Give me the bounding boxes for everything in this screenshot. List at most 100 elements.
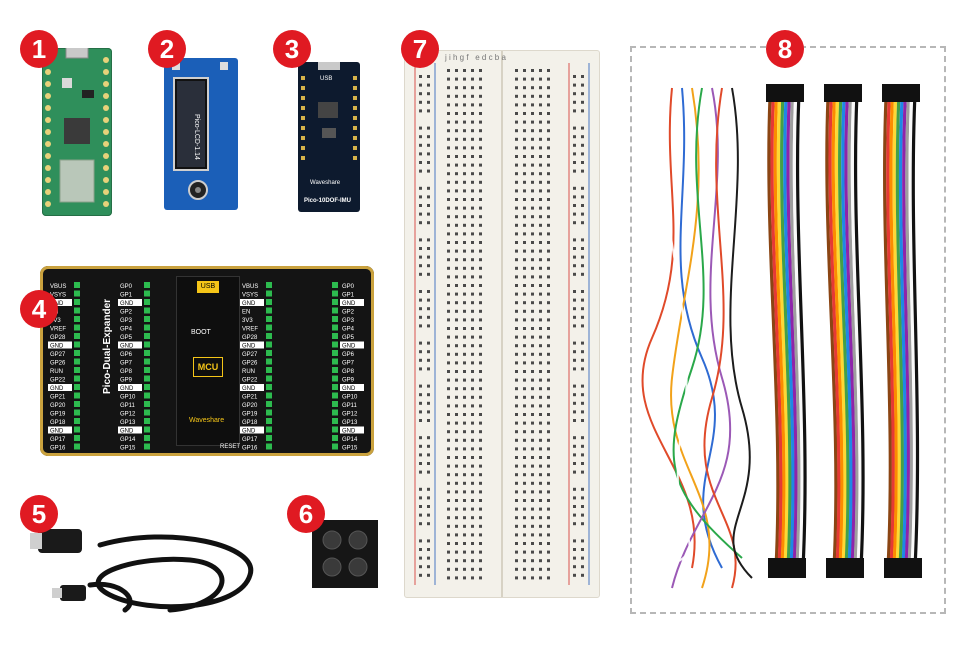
pin-label-left: GND xyxy=(50,344,64,350)
rail-hole xyxy=(427,238,430,242)
breadboard-hole xyxy=(515,180,518,184)
pin-label-bg xyxy=(340,367,364,374)
breadboard-hole xyxy=(515,284,518,287)
breadboard-hole xyxy=(471,86,474,90)
breadboard-hole xyxy=(455,301,458,305)
pin-label-bg xyxy=(240,333,264,340)
breadboard-image: j i h g f e d c b a xyxy=(404,50,600,598)
breadboard-hole xyxy=(539,567,542,571)
breadboard-hole xyxy=(479,86,482,90)
breadboard-hole xyxy=(471,378,474,382)
pin-label-left-2: EN xyxy=(242,310,250,316)
breadboard-hole xyxy=(523,473,526,477)
expander-mcu-socket: USB BOOT MCU Waveshare xyxy=(176,276,240,446)
breadboard-hole xyxy=(447,249,450,253)
rail-hole xyxy=(427,410,430,414)
rail-hole xyxy=(419,573,422,577)
usb-cable-image xyxy=(30,505,280,635)
pico-10dof-imu-image: USB Waveshare Pico-10DOF-IMU xyxy=(298,60,360,212)
breadboard-hole xyxy=(447,542,450,545)
breadboard-hole xyxy=(463,490,466,494)
pin-label-bg xyxy=(340,401,364,408)
breadboard-hole xyxy=(463,215,466,219)
rail-hole xyxy=(419,350,422,354)
header-pin xyxy=(144,333,150,339)
rail-hole xyxy=(427,204,430,207)
ribbon-wire xyxy=(892,97,901,569)
pin-label-bg xyxy=(240,418,264,425)
rail-hole xyxy=(427,272,430,276)
header-pin xyxy=(332,384,338,390)
breadboard-hole xyxy=(523,542,526,545)
breadboard-hole xyxy=(539,524,542,528)
breadboard-hole xyxy=(463,318,466,322)
breadboard-hole xyxy=(539,533,542,537)
rail-hole xyxy=(427,384,430,388)
breadboard-hole xyxy=(531,438,534,442)
rail-hole xyxy=(419,186,422,190)
ribbon-connector-bottom xyxy=(884,558,922,578)
breadboard-hole xyxy=(447,559,450,563)
breadboard-hole xyxy=(471,94,474,98)
header-pin xyxy=(266,435,272,441)
pin-label-bg xyxy=(240,367,264,374)
breadboard-hole xyxy=(515,395,518,399)
breadboard-hole xyxy=(531,318,534,322)
breadboard-hole xyxy=(547,559,550,563)
rail-hole xyxy=(419,444,422,448)
breadboard-hole xyxy=(471,481,474,485)
header-pin xyxy=(144,401,150,407)
pin-label-left: VBUS xyxy=(50,284,66,290)
breadboard-hole xyxy=(447,206,450,210)
rail-hole xyxy=(581,522,584,526)
pin-label-bg xyxy=(240,358,264,366)
rail-hole xyxy=(573,195,576,199)
breadboard-hole xyxy=(463,146,466,150)
rail-hole xyxy=(427,92,430,96)
pin-label-bg xyxy=(340,299,364,306)
breadboard-hole xyxy=(455,490,458,494)
breadboard-hole xyxy=(479,318,482,322)
rail-hole xyxy=(427,143,430,147)
breadboard-hole xyxy=(471,352,474,356)
rail-hole xyxy=(581,195,584,199)
rail-hole xyxy=(573,401,576,405)
pin-label-left: GP21 xyxy=(50,395,66,401)
ribbon-wire xyxy=(911,97,920,569)
ribbon-wire xyxy=(844,97,856,569)
breadboard-hole xyxy=(479,567,482,571)
pin-label-bg xyxy=(340,282,364,289)
pin-label-left-2: GND xyxy=(242,386,256,392)
breadboard-hole xyxy=(531,120,534,124)
rail-hole xyxy=(419,513,422,517)
pin-label-left-2: GP21 xyxy=(242,395,258,401)
breadboard-hole xyxy=(523,533,526,537)
breadboard-hole xyxy=(531,77,534,81)
breadboard-hole xyxy=(463,163,466,167)
breadboard-hole xyxy=(547,490,550,494)
breadboard-hole xyxy=(463,507,466,511)
ribbon-wire xyxy=(889,97,898,569)
pin-label-right: GP7 xyxy=(120,361,133,367)
pin-label-bg xyxy=(118,409,142,417)
breadboard-hole xyxy=(547,275,550,279)
pin-label-bg xyxy=(340,426,364,434)
breadboard-hole xyxy=(531,309,534,313)
ribbon-wire xyxy=(905,97,914,569)
pin-label-left: GP17 xyxy=(50,437,66,443)
breadboard-hole xyxy=(539,344,542,348)
breadboard-hole xyxy=(447,301,450,305)
rail-hole xyxy=(419,505,422,508)
rail-hole xyxy=(427,169,430,173)
breadboard-hole xyxy=(455,120,458,124)
breadboard-hole xyxy=(531,258,534,262)
header-pin xyxy=(332,375,338,382)
breadboard-hole xyxy=(523,163,526,167)
pin-label-bg xyxy=(118,375,142,383)
breadboard-hole xyxy=(455,395,458,399)
pin-label-bg xyxy=(240,341,264,349)
breadboard-hole xyxy=(463,387,466,391)
rail-hole xyxy=(573,513,576,517)
pin-label-left-2: GP26 xyxy=(242,361,258,367)
header-pin xyxy=(332,367,338,373)
